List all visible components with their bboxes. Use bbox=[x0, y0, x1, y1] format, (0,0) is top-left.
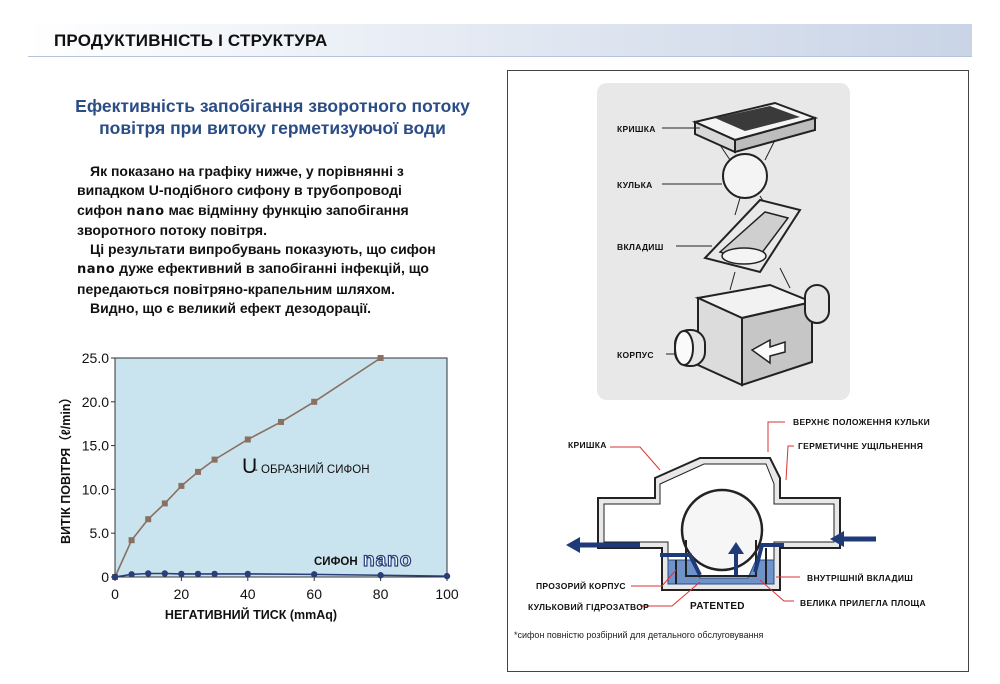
u-trap-legend-big: U bbox=[242, 455, 257, 478]
y-tick-label: 15.0 bbox=[82, 438, 109, 454]
data-point-u-trap bbox=[311, 398, 318, 405]
patented-label: PATENTED bbox=[690, 601, 745, 612]
chart-svg: 0 5.0 10.0 15.0 20.0 25.0 0 20 40 60 80 100НЕГАТИВН… bbox=[58, 350, 459, 622]
label-insert: ВКЛАДИШ bbox=[617, 242, 664, 252]
data-point-u-trap bbox=[178, 482, 185, 489]
data-point-nano bbox=[443, 572, 451, 580]
data-point-nano bbox=[178, 570, 185, 578]
body-line: Як показано на графіку нижче, у порівнян… bbox=[90, 163, 404, 179]
subtitle-line-1: Ефективність запобігання зворотного пото… bbox=[75, 96, 470, 116]
nano-logo-inline: nano bbox=[77, 262, 116, 278]
body-line: сифон nano має відмінну функцію запобіга… bbox=[77, 201, 409, 219]
section-label-clear-body: ПРОЗОРИЙ КОРПУС bbox=[536, 581, 626, 591]
x-tick-label: 0 bbox=[111, 586, 119, 602]
x-tick-label: 40 bbox=[240, 586, 256, 602]
label-ball: КУЛЬКА bbox=[617, 180, 653, 190]
data-point-u-trap bbox=[128, 537, 135, 544]
y-tick-label: 0 bbox=[101, 569, 109, 585]
data-point-nano bbox=[128, 571, 135, 578]
section-label-inner-insert: ВНУТРІШНІЙ ВКЛАДИШ bbox=[807, 573, 914, 583]
data-point-nano bbox=[377, 572, 384, 579]
label-body: КОРПУС bbox=[617, 350, 654, 360]
section-label-seal: ГЕРМЕТИЧНЕ УЩІЛЬНЕННЯ bbox=[798, 441, 924, 451]
section-label-contact: ВЕЛИКА ПРИЛЕГЛА ПЛОЩА bbox=[800, 598, 926, 608]
u-trap-legend-text: - ОБРАЗНИЙ СИФОН bbox=[254, 463, 370, 476]
data-point-u-trap bbox=[195, 468, 201, 475]
data-point-nano bbox=[311, 571, 318, 578]
y-axis-label: ВИТІК ПОВІТРЯ（ℓ/min） bbox=[58, 391, 73, 544]
page-title: ПРОДУКТИВНІСТЬ І СТРУКТУРА bbox=[54, 31, 328, 50]
x-tick-label: 100 bbox=[435, 586, 459, 602]
label-lid: КРИШКА bbox=[617, 124, 656, 134]
y-tick-label: 5.0 bbox=[90, 525, 110, 541]
data-point-u-trap bbox=[278, 418, 284, 425]
body-line: Видно, що є великий ефект дезодорації. bbox=[90, 300, 372, 317]
section-label-lid: КРИШКА bbox=[568, 440, 607, 450]
body-line: nano дуже ефективний в запобіганні інфек… bbox=[77, 260, 429, 278]
section-label-ball-seal: КУЛЬКОВИЙ ГІДРОЗАТВОР bbox=[528, 602, 650, 612]
plot-area bbox=[114, 357, 448, 578]
body-line: зворотного потоку повітря. bbox=[77, 221, 267, 238]
x-tick-label: 60 bbox=[306, 586, 322, 602]
body-text: Як показано на графіку нижче, у порівнян… bbox=[77, 162, 497, 318]
y-tick-label: 20.0 bbox=[82, 394, 109, 410]
data-point-nano bbox=[211, 570, 218, 578]
x-tick-label: 80 bbox=[373, 586, 389, 602]
body-line: передаються повітряно-крапельним шляхом. bbox=[77, 280, 395, 297]
x-axis-label: НЕГАТИВНИЙ ТИСК (mmAq) bbox=[165, 607, 337, 622]
data-point-u-trap bbox=[161, 500, 168, 507]
data-point-nano bbox=[161, 570, 168, 577]
data-point-nano bbox=[244, 570, 251, 578]
x-tick-label: 20 bbox=[174, 586, 190, 602]
data-point-nano bbox=[145, 570, 152, 577]
footnote: *сифон повністю розбірний для детального… bbox=[514, 630, 764, 640]
nano-legend-prefix: СИФОН bbox=[314, 556, 358, 568]
y-tick-label: 25.0 bbox=[82, 350, 109, 366]
data-point-u-trap bbox=[377, 355, 384, 361]
data-point-nano bbox=[194, 570, 202, 578]
data-point-nano bbox=[111, 573, 119, 581]
header-bar bbox=[28, 24, 972, 57]
data-point-u-trap bbox=[244, 436, 251, 443]
y-tick-label: 10.0 bbox=[82, 481, 109, 497]
data-point-u-trap bbox=[211, 456, 218, 463]
section-label-ball-top: ВЕРХНЄ ПОЛОЖЕННЯ КУЛЬКИ bbox=[793, 417, 931, 427]
body-line: Ці результати випробувань показують, що … bbox=[90, 241, 436, 258]
body-line: випадком U-подібного сифону в трубопрово… bbox=[77, 182, 402, 199]
subtitle-line-2: повітря при витоку герметизуючої води bbox=[99, 118, 446, 138]
data-point-u-trap bbox=[145, 516, 152, 523]
nano-legend-logo: nano bbox=[363, 550, 412, 571]
section-subtitle: Ефективність запобігання зворотного пото… bbox=[40, 95, 505, 139]
nano-logo-inline: nano bbox=[126, 203, 165, 219]
